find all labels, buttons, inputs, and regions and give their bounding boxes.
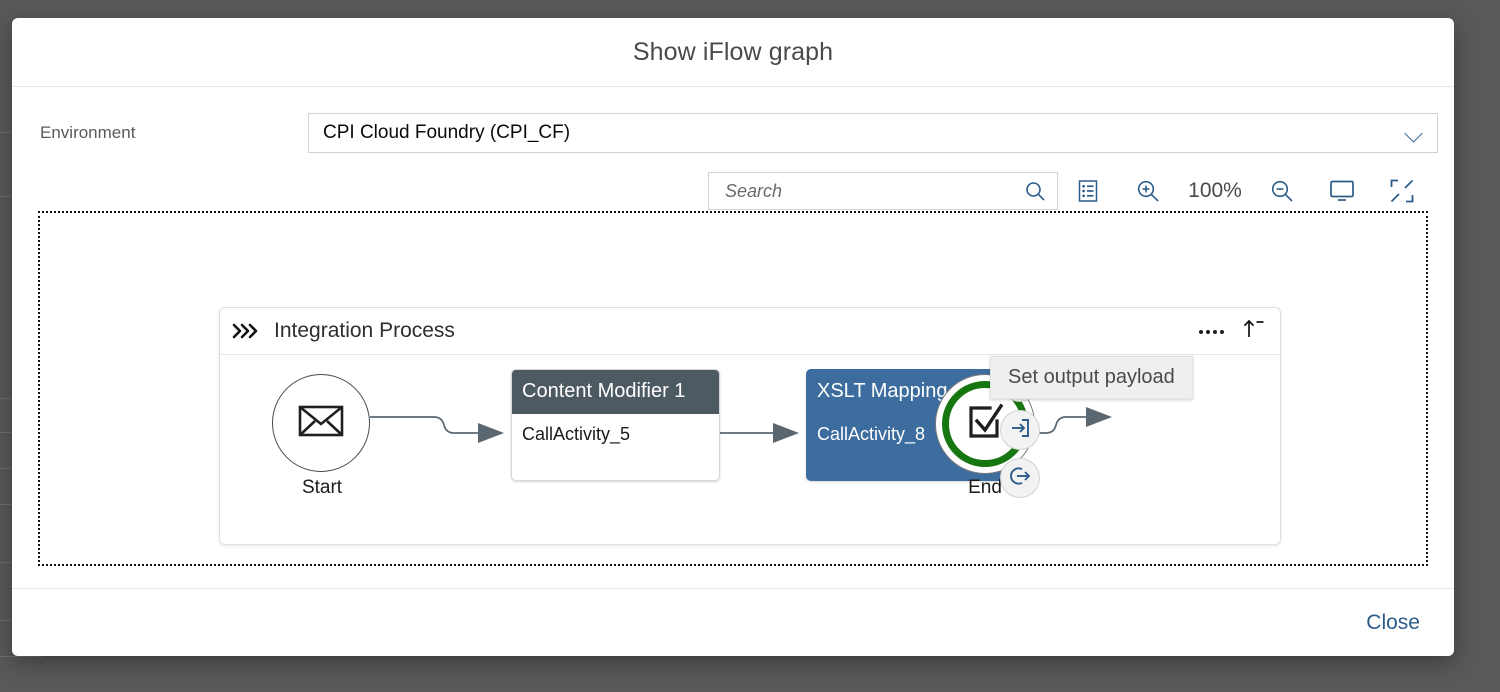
zoom-out-icon: [1268, 177, 1296, 205]
page-title: Show iFlow graph: [632, 37, 834, 66]
close-button[interactable]: Close: [1358, 605, 1428, 641]
node-action-set-output-payload-button[interactable]: [1000, 458, 1040, 498]
task-title: XSLT Mapping 1: [817, 380, 965, 402]
search-field[interactable]: [708, 172, 1058, 210]
sign-out-arrow-icon: [1008, 465, 1032, 492]
overflow-dots-icon[interactable]: [1199, 329, 1224, 334]
environment-row: Environment CPI Cloud Foundry (CPI_CF): [12, 113, 1454, 153]
end-event-label: End: [968, 477, 1002, 498]
show-iflow-graph-dialog: Show iFlow graph Environment CPI Cloud F…: [12, 18, 1454, 656]
task-subtitle: CallActivity_5: [522, 424, 631, 444]
zoom-out-button[interactable]: [1252, 171, 1312, 211]
node-action-set-input-payload-button[interactable]: [1000, 410, 1040, 450]
sign-in-arrow-icon: [1009, 417, 1031, 444]
search-icon[interactable]: [1023, 179, 1047, 203]
search-input[interactable]: [723, 179, 1023, 203]
zoom-in-button[interactable]: [1118, 171, 1178, 211]
dialog-header: Show iFlow graph: [12, 18, 1454, 87]
graph-canvas[interactable]: Integration Process: [38, 211, 1428, 566]
checkbox-check-icon: [964, 402, 1006, 447]
environment-label: Environment: [40, 123, 136, 142]
dialog-footer: Close: [12, 588, 1454, 656]
graph-toolbar: 100%: [12, 171, 1454, 211]
fullscreen-expand-icon: [1388, 177, 1416, 205]
environment-selected-value: CPI Cloud Foundry (CPI_CF): [323, 122, 571, 143]
tooltip-set-output-payload: Set output payload: [990, 356, 1193, 399]
start-event-node[interactable]: [272, 374, 370, 472]
start-event-label: Start: [301, 477, 343, 498]
envelope-icon: [298, 403, 344, 444]
task-header: Content Modifier 1: [512, 370, 719, 414]
process-flow: Start Content Modifier 1 CallActivity_5 …: [220, 355, 1280, 545]
chevron-down-icon[interactable]: [1405, 127, 1425, 139]
task-subtitle: CallActivity_8: [817, 424, 926, 444]
task-title: Content Modifier 1: [522, 380, 686, 402]
triple-chevron-icon: [232, 321, 262, 341]
pool-title: Integration Process: [274, 319, 455, 342]
zoom-level-label: 100%: [1188, 179, 1242, 202]
monitor-icon: [1327, 178, 1357, 204]
pool-actions: [1199, 308, 1266, 355]
environment-select[interactable]: CPI Cloud Foundry (CPI_CF): [308, 113, 1438, 153]
pool-header: Integration Process: [220, 308, 1280, 355]
background-row-divider: [0, 656, 42, 657]
legend-button[interactable]: [1058, 171, 1118, 211]
legend-list-icon: [1075, 178, 1101, 204]
fit-to-screen-button[interactable]: [1312, 171, 1372, 211]
flow-connectors: [370, 407, 1112, 443]
integration-process-pool: Integration Process: [219, 307, 1281, 545]
fullscreen-button[interactable]: [1372, 171, 1432, 211]
collapse-up-icon[interactable]: [1240, 317, 1266, 346]
task-content-modifier[interactable]: Content Modifier 1 CallActivity_5: [511, 369, 720, 481]
zoom-in-icon: [1134, 177, 1162, 205]
